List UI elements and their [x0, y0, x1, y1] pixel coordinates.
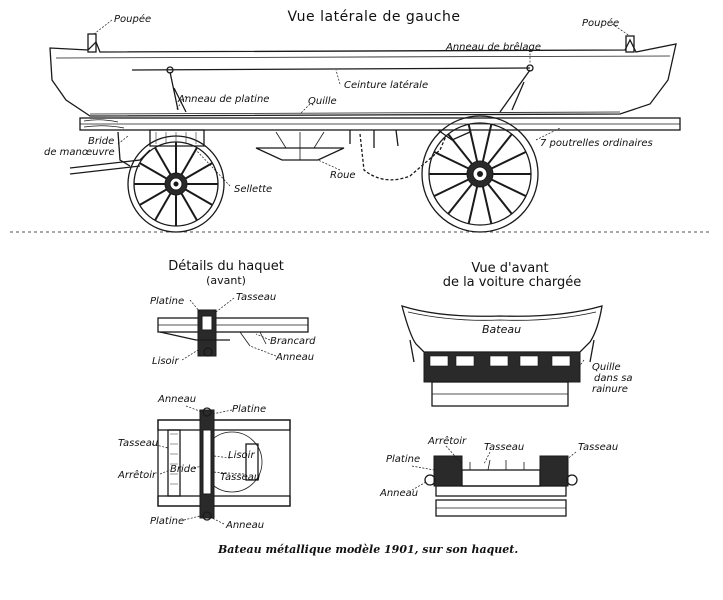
- beam-grain: [83, 119, 125, 129]
- wheel-spoke: [185, 162, 213, 180]
- rear-fitting: [437, 129, 471, 141]
- label-bateau: Bateau: [482, 323, 522, 336]
- lashing-rope-left: [169, 71, 187, 113]
- label-tasseau-front-right: Tasseau: [578, 442, 619, 453]
- leader-poupee-right: [611, 23, 631, 37]
- label-platine-plan: Platine: [232, 404, 267, 415]
- label-platine-detail: Platine: [150, 296, 185, 307]
- bride-manoeuvre: [117, 131, 131, 167]
- label-bride-2: de manœuvre: [44, 147, 115, 158]
- label-bride-plan: Bride: [170, 464, 197, 475]
- front-view-upper: [401, 305, 603, 407]
- label-brancard: Brancard: [270, 336, 316, 347]
- wheel-spoke: [180, 193, 198, 221]
- label-poupee-right: Poupée: [582, 18, 620, 29]
- wheel-spoke: [433, 178, 469, 198]
- label-tasseau-plan2: Tasseau: [220, 472, 261, 483]
- label-bride-1: Bride: [88, 136, 115, 147]
- chassis-hooks: [349, 129, 399, 148]
- label-quille-2: dans sa: [594, 373, 633, 384]
- leader-quille: [299, 103, 311, 115]
- wheel-spoke: [185, 188, 213, 206]
- label-tasseau-detail: Tasseau: [236, 292, 277, 303]
- front-wheel-spokes: [134, 142, 218, 226]
- poupee-right-post: [625, 35, 635, 53]
- wheel-spoke: [487, 183, 513, 215]
- label-anneau-plan-bottom: Anneau: [226, 520, 265, 531]
- label-ceinture-laterale: Ceinture latérale: [344, 80, 429, 91]
- label-sellette: Sellette: [234, 184, 273, 195]
- wheel-spoke: [139, 162, 167, 180]
- leader-sellette: [195, 149, 231, 187]
- label-anneau-plan: Anneau: [158, 394, 197, 405]
- leader-bride: [117, 135, 129, 145]
- label-platine-plan-bottom: Platine: [150, 516, 185, 527]
- label-quille-1: Quille: [592, 362, 621, 373]
- wheel-spoke: [491, 150, 527, 170]
- label-lisoir-plan: Lisoir: [228, 450, 255, 461]
- label-arretoir-plan: Arrêtoir: [118, 470, 157, 481]
- label-quille: Quille: [308, 96, 337, 107]
- wheel-spoke: [447, 133, 473, 165]
- label-poutrelles: 7 poutrelles ordinaires: [540, 138, 653, 149]
- wheel-spoke: [154, 147, 172, 175]
- label-platine-front: Platine: [386, 454, 421, 465]
- center-cradle: [255, 147, 345, 161]
- label-quille-3: rainure: [592, 384, 628, 395]
- wheel-spoke: [433, 150, 469, 170]
- wheel-spoke: [180, 147, 198, 175]
- wheel-spoke: [467, 124, 479, 162]
- wheel-spoke: [467, 186, 479, 224]
- hull-inner-line: [55, 55, 671, 59]
- sellette-hatch: [155, 132, 197, 144]
- label-arretoir-front: Arrêtoir: [428, 436, 467, 447]
- rear-wheel-spokes: [429, 124, 531, 224]
- wheel-spoke: [154, 193, 172, 221]
- label-anneau-front: Anneau: [380, 488, 419, 499]
- front-view-lower: [411, 445, 578, 517]
- leader-roue: [317, 159, 341, 171]
- poupee-left-post: [87, 33, 97, 53]
- sellette: [149, 129, 205, 147]
- haquet-plan-detail: [151, 405, 291, 525]
- front-view-title-line1: Vue d'avant: [471, 261, 549, 276]
- front-view-title-line2: de la voiture chargée: [442, 275, 582, 290]
- label-anneau-platine: Anneau de platine: [178, 94, 270, 105]
- label-lisoir-detail: Lisoir: [152, 356, 179, 367]
- label-roue: Roue: [330, 170, 356, 181]
- label-anneau-brelage: Anneau de brêlage: [446, 42, 542, 53]
- figure-caption: Bateau métallique modèle 1901, sur son h…: [218, 543, 519, 556]
- wheel-spoke: [481, 186, 493, 224]
- label-anneau-detail: Anneau: [276, 352, 315, 363]
- wheel-spoke: [491, 178, 527, 198]
- haquet-details-title: Détails du haquet: [168, 259, 284, 274]
- wheel-spoke: [487, 133, 513, 165]
- keel-line: [89, 111, 621, 115]
- side-view-title: Vue latérale de gauche: [287, 9, 461, 25]
- label-tasseau-plan: Tasseau: [118, 438, 159, 449]
- label-poupee-left: Poupée: [114, 14, 152, 25]
- haquet-side-detail: [157, 297, 309, 361]
- leader-poutrelles: [535, 127, 561, 141]
- cradle-struts: [275, 131, 325, 160]
- wheel-spoke: [139, 188, 167, 206]
- haquet-details-subtitle: (avant): [206, 274, 246, 287]
- ceinture-laterale-bar: [131, 67, 531, 71]
- wheel-spoke: [481, 124, 493, 162]
- lashing-rope-right: [499, 69, 531, 113]
- drag-chain: [359, 133, 447, 181]
- boat-hull: [49, 38, 677, 117]
- leader-anneau-platine: [175, 95, 187, 111]
- side-view-drawing: [10, 19, 712, 233]
- label-tasseau-front-mid: Tasseau: [484, 442, 525, 453]
- leader-ceinture: [335, 69, 341, 85]
- leader-poupee-left: [93, 19, 113, 35]
- wheel-spoke: [447, 183, 473, 215]
